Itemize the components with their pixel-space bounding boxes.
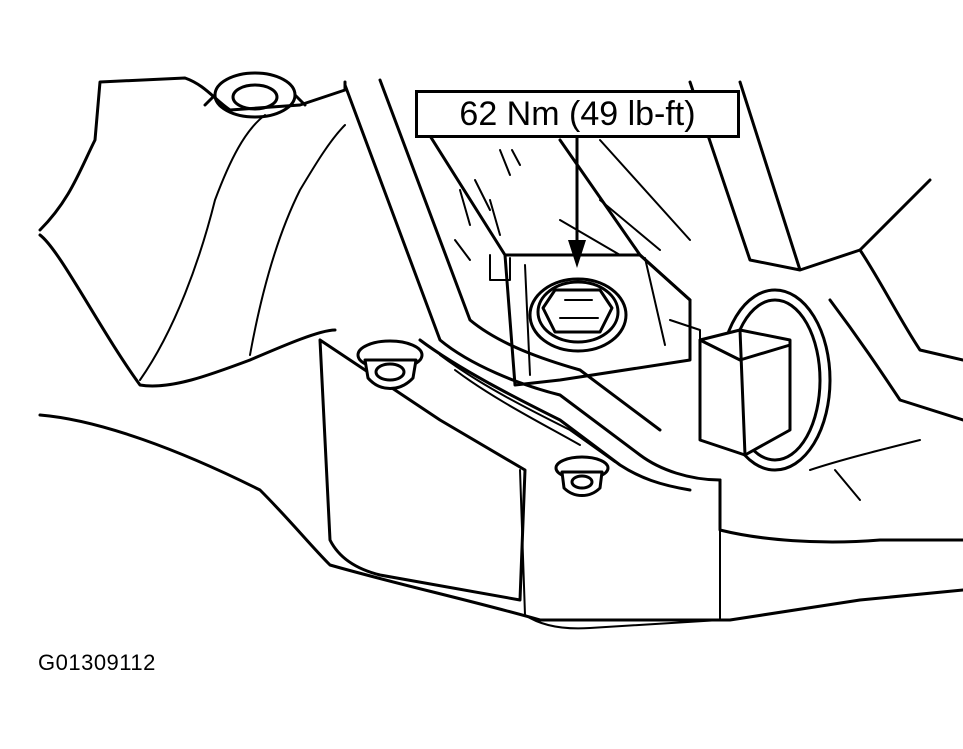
mount-lower-block-face [519,469,721,630]
left-flange-bolt [356,339,424,390]
top-left-boss-inner [231,83,279,111]
right-frame-base [718,478,963,544]
bracket-tab [489,254,701,351]
mount-lower-block [318,338,527,602]
lower-flange-bolt [554,455,610,497]
figure-id-label: G01309112 [38,650,156,675]
right-frame-mid [809,439,921,501]
right-frame-upper [688,80,932,272]
torque-callout-label: 62 Nm (49 lb-ft) [459,94,696,133]
top-left-boss-side [203,93,307,107]
bracket-upper-rib [559,139,691,256]
bracket-arm-upper [343,83,722,482]
torque-arrow-head [568,240,586,268]
torque-target-bolt [528,277,628,353]
housing-left-edge [38,233,337,388]
right-plug [698,288,832,472]
bracket-arm-flange-1 [418,338,692,492]
right-frame-lower [828,248,963,422]
casting-marks [454,149,521,261]
bracket-arm-flange-3 [454,369,581,446]
bracket-arm-flange-2 [439,354,616,463]
housing-outline [38,76,347,232]
bracket-pocket-inner [524,257,666,376]
housing-inner-rib [139,114,266,381]
torque-callout-box: 62 Nm (49 lb-ft) [415,90,740,138]
housing-lower-sweep [38,413,963,622]
bracket-upper-plate [418,118,692,302]
housing-inner-rib-2 [249,124,346,356]
bracket-arm-lower [378,78,662,432]
